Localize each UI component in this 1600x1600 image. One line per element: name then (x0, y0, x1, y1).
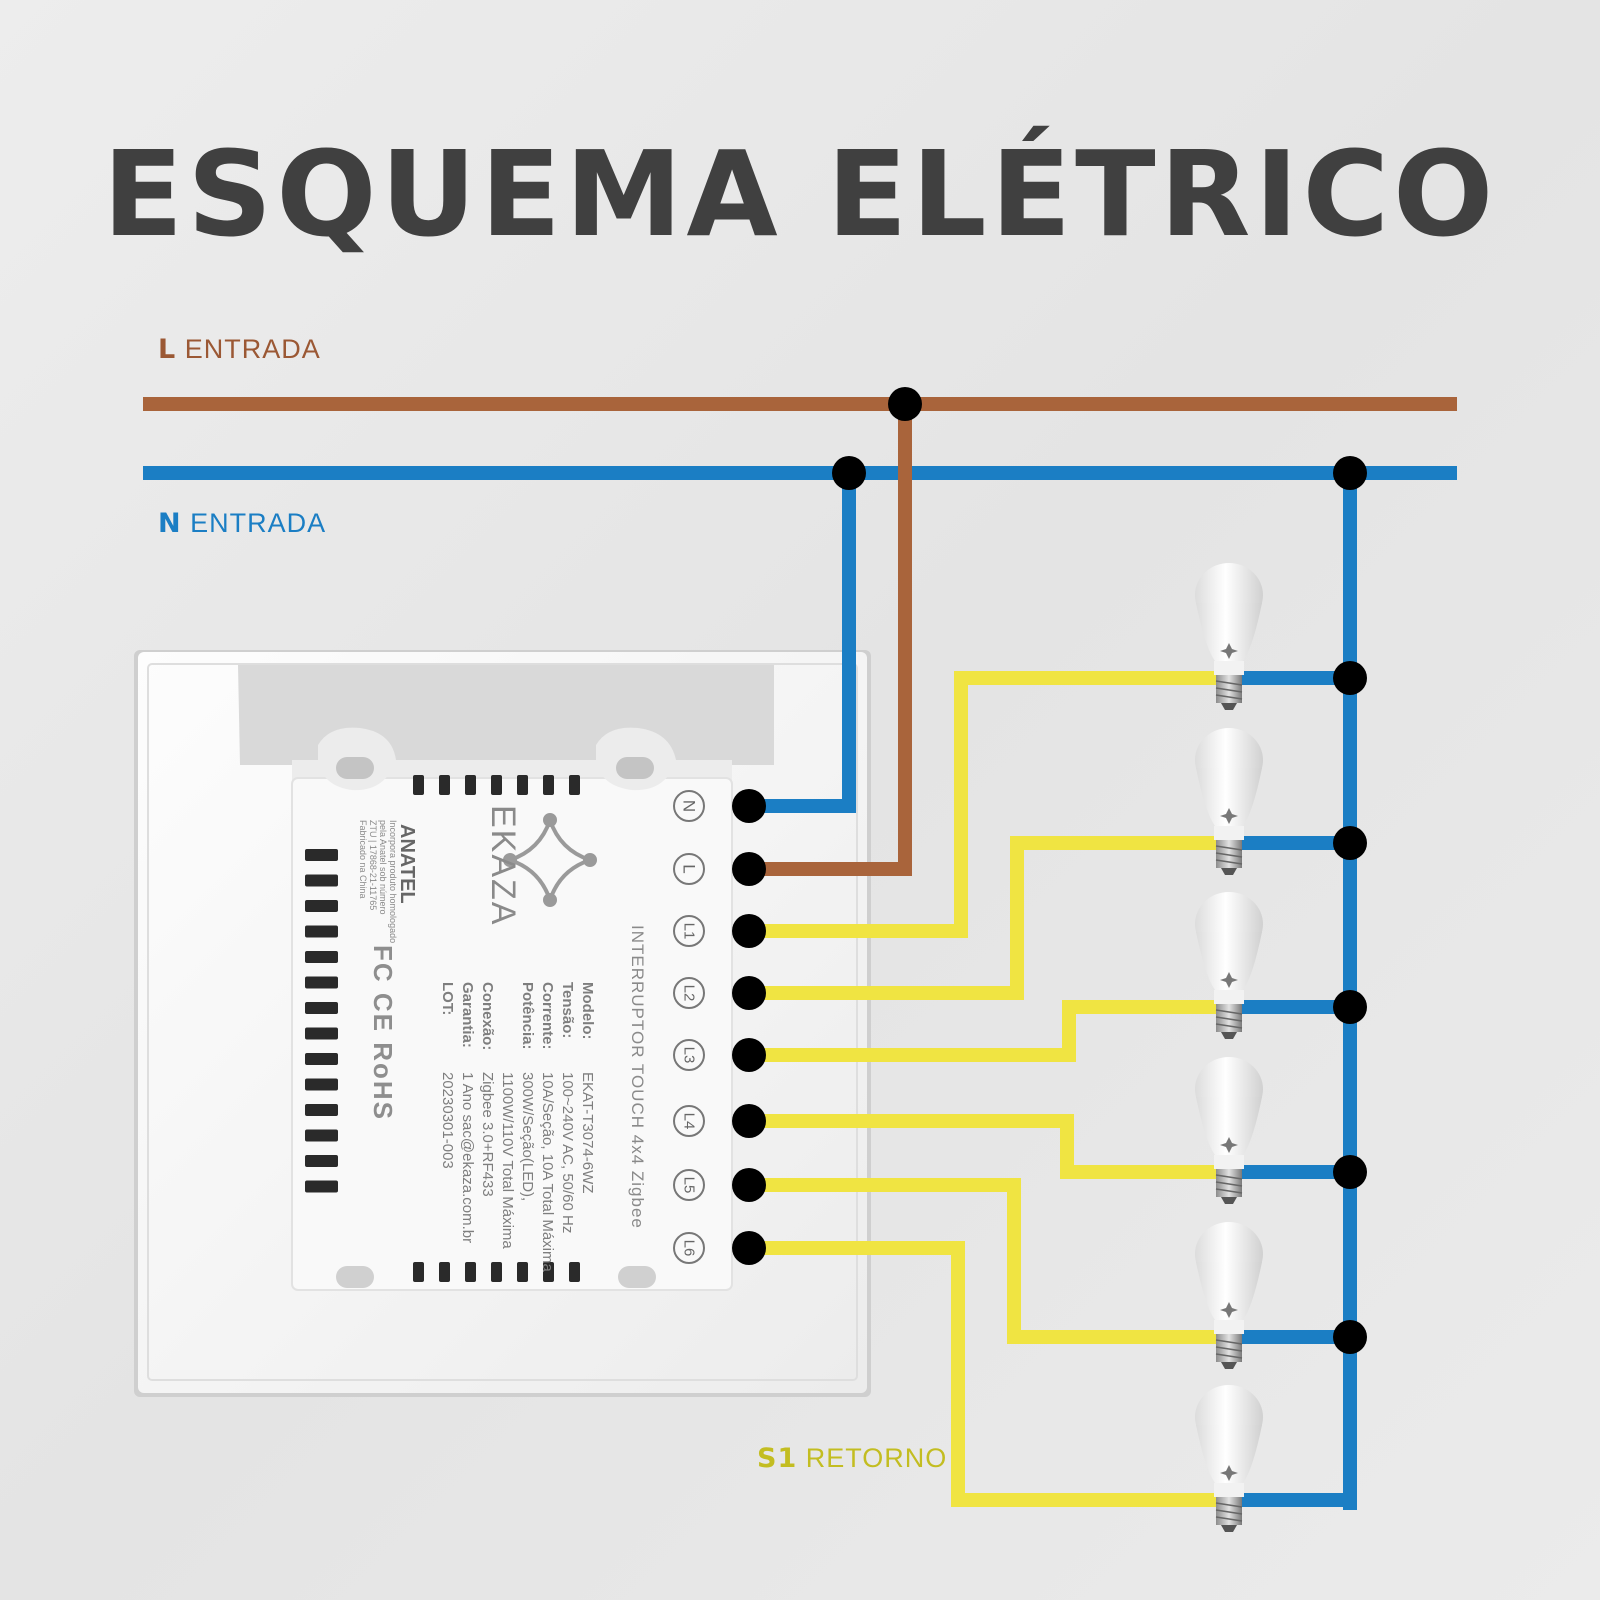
terminal-label-n: N (680, 800, 699, 812)
vent-slot (305, 1002, 338, 1014)
product-name: INTERRUPTOR TOUCH 4x4 Zigbee (628, 925, 647, 1229)
terminal-label-l2: L2 (681, 985, 698, 1002)
neutral-feed-wire (749, 473, 856, 813)
vent-slot (413, 1262, 424, 1282)
vent-slot (305, 849, 338, 861)
vent-slot (305, 1104, 338, 1116)
vent-slot (305, 1180, 338, 1193)
spec-line: 1100W/110V Total Máxima (499, 1072, 516, 1249)
vent-slot (305, 976, 338, 989)
terminal-label-l: L (680, 864, 699, 873)
spec-line: LOT:20230301-003 (439, 982, 456, 1169)
vent-slot (543, 1262, 554, 1282)
vent-slot (439, 775, 450, 795)
light-bulb-icon (1194, 1384, 1264, 1533)
spec-line: Conexão:Zigbee 3.0+RF433 (479, 982, 496, 1197)
terminal-ring (673, 1232, 705, 1264)
terminal-label-l6: L6 (681, 1240, 698, 1257)
vent-slot (491, 775, 502, 795)
terminal-ring (673, 853, 705, 885)
light-bulb-icon (1194, 727, 1264, 876)
vent-slot (569, 775, 580, 795)
vent-slot (517, 1262, 528, 1282)
vent-slot (305, 1027, 338, 1040)
certification-marks: FC CE RoHS (368, 945, 398, 1121)
light-bulb-icon (1194, 891, 1264, 1040)
vent-slot (569, 1262, 580, 1282)
terminal-ring (673, 977, 705, 1009)
light-bulb-icon (1194, 562, 1264, 711)
terminal-ring (673, 790, 705, 822)
vent-slot (439, 1262, 450, 1282)
light-bulb-icon (1194, 1056, 1264, 1205)
anatel-note-line: ZTU | 17868-21-11765 (368, 820, 378, 911)
vent-slot (305, 900, 338, 912)
junction-nodes (732, 387, 1367, 1354)
brand-name: EKAZA (484, 805, 522, 927)
switched-wires (749, 671, 1228, 1507)
spec-line: Garantia:1 Ano sac@ekaza.com.br (459, 982, 476, 1244)
vent-slot (305, 1053, 338, 1065)
vent-slot (465, 775, 476, 795)
vent-slot (305, 1078, 338, 1091)
live-input-label: L ENTRADA (158, 334, 321, 365)
spec-line: Tensão:100~240V AC, 50/60 Hz (559, 982, 576, 1234)
return-label: S1 RETORNO (757, 1443, 948, 1474)
bulb-neutral-wires (1240, 671, 1350, 1507)
terminal-label-l5: L5 (681, 1177, 698, 1194)
anatel-note-line: Incorpora produto homologado (388, 820, 398, 944)
spec-line: Corrente:10A/Seção, 10A Total Máxima (539, 982, 556, 1272)
page-title: ESQUEMA ELÉTRICO (102, 125, 1498, 263)
live-feed-wire (749, 404, 912, 876)
switch-plate (134, 650, 871, 1397)
vent-slot (305, 925, 338, 938)
vent-slot (305, 1155, 338, 1167)
terminal-ring (673, 915, 705, 947)
neutral-input-label: N ENTRADA (158, 508, 327, 539)
vent-slot (305, 874, 338, 887)
anatel-note-line: Fabricado na China (358, 820, 368, 899)
vent-slot (491, 1262, 502, 1282)
vent-slot (543, 775, 554, 795)
terminal-ring (673, 1169, 705, 1201)
anatel-note-line: pela Anatel sob número (378, 820, 388, 915)
terminal-label-l3: L3 (681, 1047, 698, 1064)
terminal-ring (673, 1039, 705, 1071)
vent-slot (517, 775, 528, 795)
light-bulb-icon (1194, 1221, 1264, 1370)
spec-line: Potência:300W/Seção(LED), (519, 982, 536, 1202)
spec-line: Modelo:EKAT-T3074-6WZ (579, 982, 596, 1194)
vent-slot (465, 1262, 476, 1282)
terminal-ring (673, 1105, 705, 1137)
vent-slot (413, 775, 424, 795)
anatel-logo-icon: ANATEL (396, 824, 418, 904)
ekaza-logo-icon (503, 813, 597, 907)
terminal-label-l4: L4 (681, 1113, 698, 1130)
terminal-label-l1: L1 (681, 923, 698, 940)
vent-slot (305, 951, 338, 963)
vent-slot (305, 1129, 338, 1142)
